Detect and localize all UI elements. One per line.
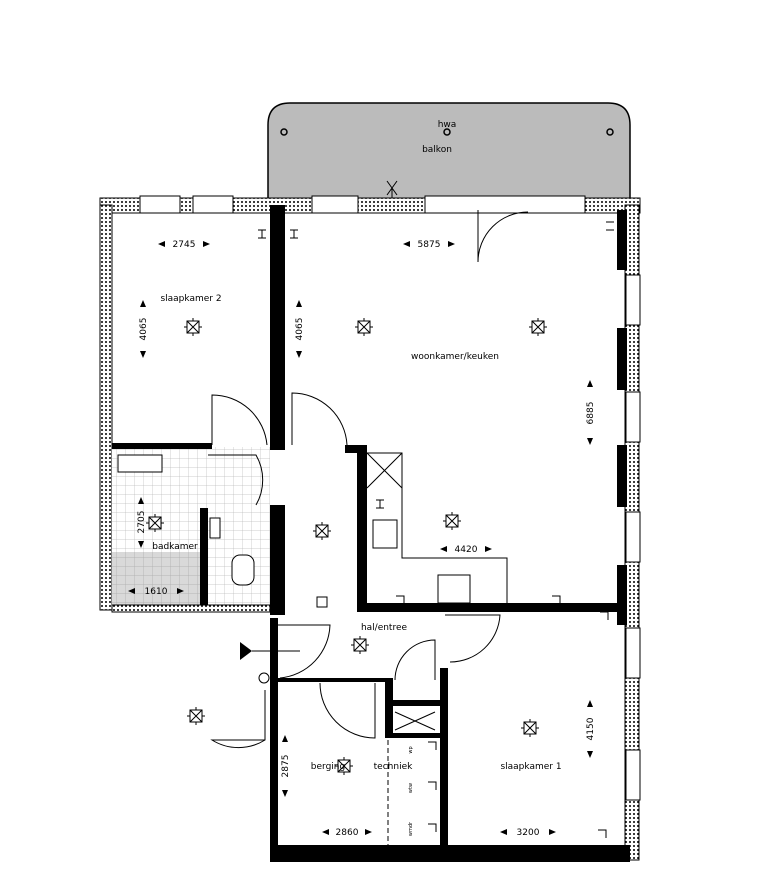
dim-bathroom-depth: 2705 [137,511,147,534]
window [625,274,641,326]
ceiling-light-icon [528,317,548,337]
dim-kitchen-width: 4420 [455,545,478,555]
window [311,195,359,214]
ceiling-light-icon [520,718,540,738]
room-label-technical: techniek [374,762,413,772]
ceiling-light-icon [145,513,165,533]
ceiling-light-icon [186,706,206,726]
kitchen-wall [357,603,627,612]
window [625,749,641,801]
outer-wall-bottom [270,845,630,862]
dim-bedroom2-width: 2745 [173,240,196,250]
bathroom-sink [117,454,163,473]
window [625,391,641,443]
dim-living-width: 5875 [418,240,441,250]
thermostat-icon [316,596,328,608]
ceiling-light-icon [350,635,370,655]
kitchen-counter [367,452,508,603]
drain-label: hwa [438,120,457,130]
ceiling-light-icon [354,317,374,337]
ceiling-light-icon [183,317,203,337]
balcony-post [606,128,614,136]
dimension-arrows [128,241,593,835]
window [625,511,641,563]
window [625,627,641,679]
balcony-post [280,128,288,136]
dim-living-depth-upper: 4065 [295,318,305,341]
cooktop [437,574,471,604]
dim-bedroom1-width: 3200 [517,828,540,838]
room-label-storage: berging [311,762,345,772]
outlet-icons [258,221,614,838]
toilet [231,554,255,586]
interior-wall [270,205,285,450]
ceiling-light-icon [442,511,462,531]
doorbell-icon [258,672,270,684]
tech-label-wmdr: wmdr [408,821,414,836]
balcony-door [424,195,586,214]
balcony-label: balkon [422,145,452,155]
room-label-living: woonkamer/keuken [411,352,499,362]
dim-living-depth: 6885 [586,402,596,425]
tech-label-wp: wp [408,746,414,753]
kitchen-wall [357,445,367,612]
hand-basin [209,517,221,539]
room-label-bathroom: badkamer [152,542,198,552]
balcony [267,102,631,206]
outer-wall-left [99,204,113,611]
tech-label-wtw: wtw [408,783,414,793]
room-label-bedroom2: slaapkamer 2 [160,294,221,304]
dim-storage-width: 2860 [336,828,359,838]
light-icon [386,180,398,198]
entrance-arrow-icon [240,642,252,660]
dim-storage-depth: 2875 [281,755,291,778]
door-swings [208,210,529,749]
dim-bedroom2-depth: 4065 [139,318,149,341]
room-label-bedroom1: slaapkamer 1 [500,762,561,772]
interior-wall [270,505,285,615]
window [192,195,234,214]
room-label-hall: hal/entree [361,623,408,633]
window [139,195,181,214]
dim-bathroom-width: 1610 [145,587,168,597]
drain-icon [443,128,451,136]
dim-bedroom1-depth: 4150 [586,717,596,740]
ceiling-light-icon [312,521,332,541]
